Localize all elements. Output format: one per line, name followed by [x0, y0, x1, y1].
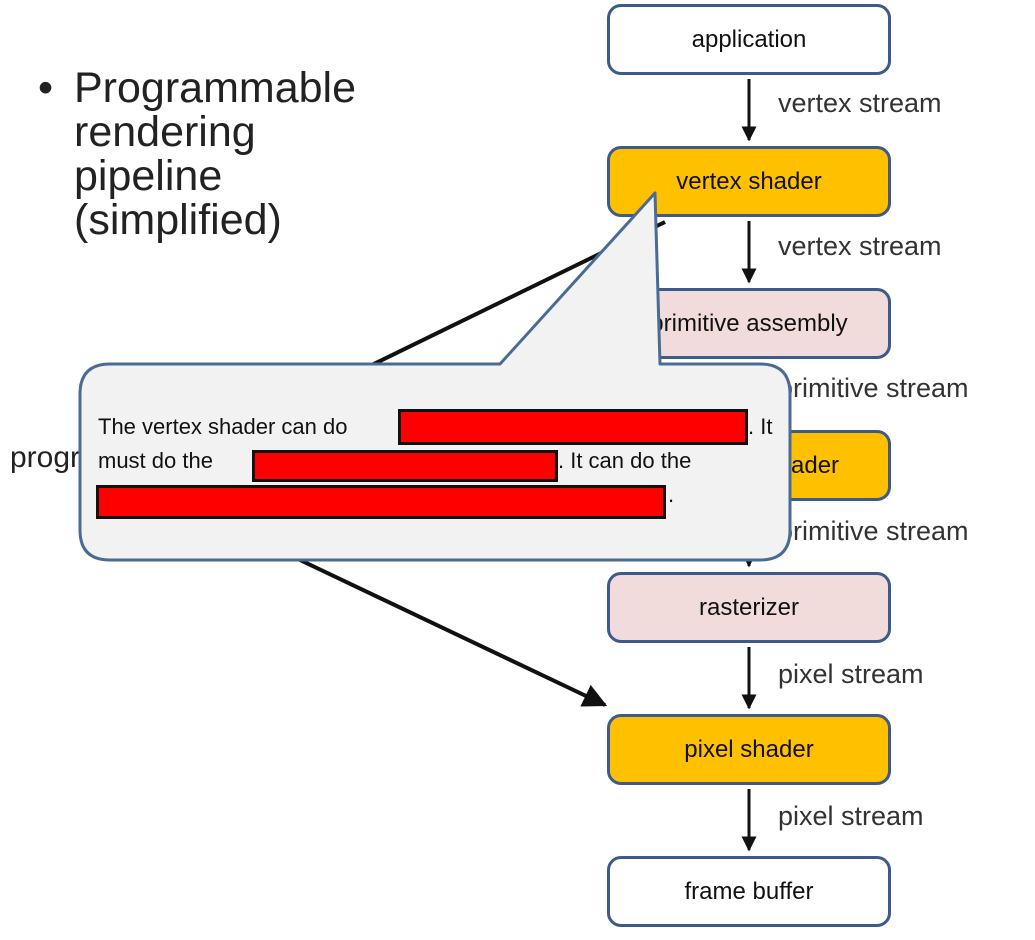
stream-label: primitive stream: [778, 373, 969, 403]
callout-text-segment: must do the: [98, 448, 213, 473]
stream-label: pixel stream: [778, 801, 924, 831]
callout-line-2: must do the . It can do the: [98, 444, 798, 478]
stage-pixel-shader: pixel shader: [607, 714, 891, 785]
bullet-line: pipeline: [74, 152, 223, 200]
stage-frame-buffer: frame buffer: [607, 856, 891, 927]
bullet-line: Programmable: [74, 64, 356, 112]
callout-text-segment: . It: [748, 414, 773, 439]
stream-label: pixel stream: [778, 659, 924, 689]
arrow-to-pixel-shader: [299, 558, 608, 707]
bullet-line: (simplified): [74, 196, 282, 244]
stream-label: vertex stream: [778, 88, 942, 118]
stage-application: application: [607, 4, 891, 75]
bullet-line: rendering: [74, 108, 256, 156]
bullet-marker: •: [38, 64, 54, 112]
callout-text-segment: The vertex shader can do: [98, 414, 348, 439]
bullet-text: Programmable rendering pipeline (simplif…: [74, 66, 374, 242]
callout-text-segment: . It can do the: [558, 448, 692, 473]
redaction-box: [96, 485, 666, 519]
callout-text: The vertex shader can do . It must do th…: [98, 410, 798, 512]
stream-label: vertex stream: [778, 231, 942, 261]
redaction-box: [252, 450, 558, 482]
callout-line-3: .: [98, 478, 798, 512]
callout-text-segment: .: [668, 482, 675, 507]
redaction-box: [398, 409, 748, 445]
stream-label: primitive stream: [778, 516, 969, 546]
callout-line-1: The vertex shader can do . It: [98, 410, 798, 444]
stage-rasterizer: rasterizer: [607, 572, 891, 643]
